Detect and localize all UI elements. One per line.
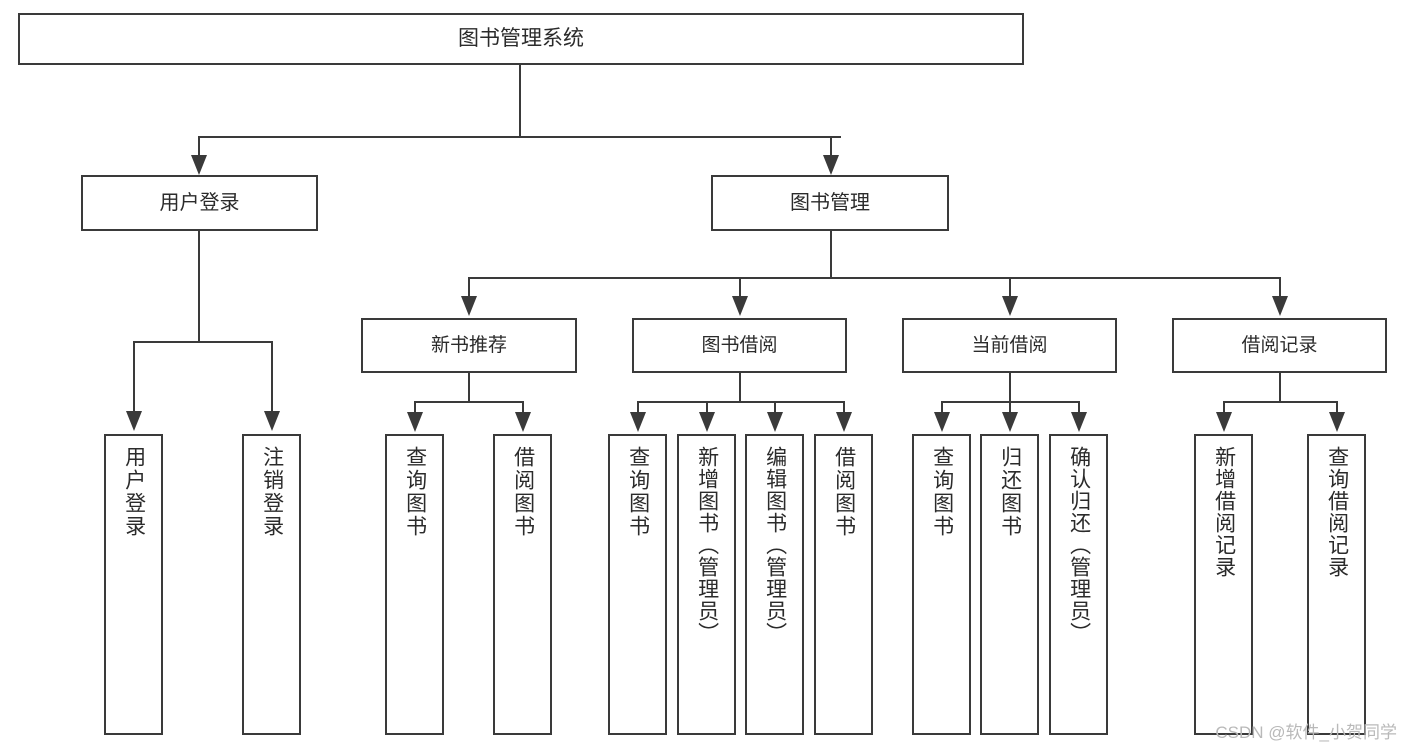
node-label: 用户登录 bbox=[122, 446, 146, 538]
leaf-logout[interactable]: 注销登录 bbox=[242, 434, 301, 735]
leaf-add-record[interactable]: 新增借阅记录 bbox=[1194, 434, 1253, 735]
arrowhead-icon bbox=[934, 412, 950, 432]
connector-borrow-record-right bbox=[1336, 401, 1338, 415]
leaf-query-record[interactable]: 查询借阅记录 bbox=[1307, 434, 1366, 735]
node-borrow-record[interactable]: 借阅记录 bbox=[1172, 318, 1387, 373]
node-label: 新增图书（管理员） bbox=[695, 446, 719, 644]
arrowhead-icon bbox=[461, 296, 477, 316]
node-book-borrow[interactable]: 图书借阅 bbox=[632, 318, 847, 373]
arrowhead-icon bbox=[630, 412, 646, 432]
connector-book-manage-stem bbox=[830, 231, 832, 278]
connector-user-login-bus bbox=[133, 341, 273, 343]
arrowhead-icon bbox=[699, 412, 715, 432]
arrowhead-icon bbox=[264, 411, 280, 431]
connector-root-to-book-manage bbox=[830, 136, 832, 158]
leaf-query-book-2[interactable]: 查询图书 bbox=[608, 434, 667, 735]
arrowhead-icon bbox=[515, 412, 531, 432]
arrowhead-icon bbox=[836, 412, 852, 432]
connector-current-borrow-c3 bbox=[1078, 401, 1080, 415]
connector-root-to-user-login bbox=[198, 136, 200, 158]
arrowhead-icon bbox=[823, 155, 839, 175]
leaf-query-book-3[interactable]: 查询图书 bbox=[912, 434, 971, 735]
connector-to-book-borrow bbox=[739, 277, 741, 299]
connector-to-new-book-rec bbox=[468, 277, 470, 299]
connector-new-book-rec-bus bbox=[414, 401, 524, 403]
connector-root-stem bbox=[519, 65, 521, 137]
node-label: 图书管理 bbox=[790, 191, 870, 214]
node-label: 借阅记录 bbox=[1241, 334, 1318, 356]
connector-book-borrow-stem bbox=[739, 373, 741, 402]
node-label: 查询图书 bbox=[403, 446, 427, 538]
connector-book-borrow-bus bbox=[637, 401, 845, 403]
connector-borrow-record-stem bbox=[1279, 373, 1281, 402]
connector-book-borrow-c2 bbox=[706, 401, 708, 415]
csdn-watermark: CSDN @软件_小贺同学 bbox=[1215, 723, 1397, 742]
node-new-book-rec[interactable]: 新书推荐 bbox=[361, 318, 577, 373]
arrowhead-icon bbox=[1002, 412, 1018, 432]
arrowhead-icon bbox=[732, 296, 748, 316]
leaf-confirm-return[interactable]: 确认归还（管理员） bbox=[1049, 434, 1108, 735]
arrowhead-icon bbox=[1002, 296, 1018, 316]
connector-user-login-right bbox=[271, 341, 273, 413]
node-label: 当前借阅 bbox=[971, 334, 1048, 356]
arrowhead-icon bbox=[1329, 412, 1345, 432]
arrowhead-icon bbox=[191, 155, 207, 175]
connector-user-login-stem bbox=[198, 231, 200, 342]
node-label: 查询图书 bbox=[626, 446, 650, 538]
node-label: 确认归还（管理员） bbox=[1067, 446, 1091, 644]
leaf-query-book-1[interactable]: 查询图书 bbox=[385, 434, 444, 735]
arrowhead-icon bbox=[1071, 412, 1087, 432]
node-root-system[interactable]: 图书管理系统 bbox=[18, 13, 1024, 65]
leaf-edit-book[interactable]: 编辑图书（管理员） bbox=[745, 434, 804, 735]
node-label: 查询借阅记录 bbox=[1325, 446, 1349, 578]
node-label: 新增借阅记录 bbox=[1212, 446, 1236, 578]
connector-current-borrow-c2 bbox=[1009, 401, 1011, 415]
connector-new-book-rec-left bbox=[414, 401, 416, 415]
node-label: 归还图书 bbox=[998, 446, 1022, 538]
arrowhead-icon bbox=[1216, 412, 1232, 432]
leaf-borrow-book-1[interactable]: 借阅图书 bbox=[493, 434, 552, 735]
connector-borrow-record-left bbox=[1223, 401, 1225, 415]
arrowhead-icon bbox=[407, 412, 423, 432]
connector-book-manage-bus bbox=[468, 277, 1279, 279]
node-label: 图书管理系统 bbox=[458, 26, 584, 50]
node-label: 借阅图书 bbox=[832, 446, 856, 538]
node-label: 查询图书 bbox=[930, 446, 954, 538]
leaf-borrow-book-2[interactable]: 借阅图书 bbox=[814, 434, 873, 735]
node-label: 注销登录 bbox=[260, 446, 284, 538]
connector-new-book-rec-right bbox=[522, 401, 524, 415]
leaf-add-book[interactable]: 新增图书（管理员） bbox=[677, 434, 736, 735]
node-label: 新书推荐 bbox=[430, 334, 507, 356]
arrowhead-icon bbox=[1272, 296, 1288, 316]
connector-new-book-rec-stem bbox=[468, 373, 470, 402]
connector-book-borrow-c4 bbox=[843, 401, 845, 415]
node-book-manage[interactable]: 图书管理 bbox=[711, 175, 949, 231]
connector-to-current-borrow bbox=[1009, 277, 1011, 299]
connector-current-borrow-c1 bbox=[941, 401, 943, 415]
leaf-return-book[interactable]: 归还图书 bbox=[980, 434, 1039, 735]
connector-root-bus bbox=[198, 136, 841, 138]
connector-borrow-record-bus bbox=[1223, 401, 1337, 403]
arrowhead-icon bbox=[767, 412, 783, 432]
connector-current-borrow-stem bbox=[1009, 373, 1011, 402]
connector-to-borrow-record bbox=[1279, 277, 1281, 299]
node-label: 图书借阅 bbox=[701, 334, 778, 356]
connector-book-borrow-c3 bbox=[774, 401, 776, 415]
leaf-user-login[interactable]: 用户登录 bbox=[104, 434, 163, 735]
node-label: 用户登录 bbox=[159, 191, 240, 214]
connector-user-login-left bbox=[133, 341, 135, 413]
node-user-login[interactable]: 用户登录 bbox=[81, 175, 318, 231]
arrowhead-icon bbox=[126, 411, 142, 431]
node-label: 借阅图书 bbox=[511, 446, 535, 538]
connector-book-borrow-c1 bbox=[637, 401, 639, 415]
node-label: 编辑图书（管理员） bbox=[763, 446, 787, 644]
node-current-borrow[interactable]: 当前借阅 bbox=[902, 318, 1117, 373]
